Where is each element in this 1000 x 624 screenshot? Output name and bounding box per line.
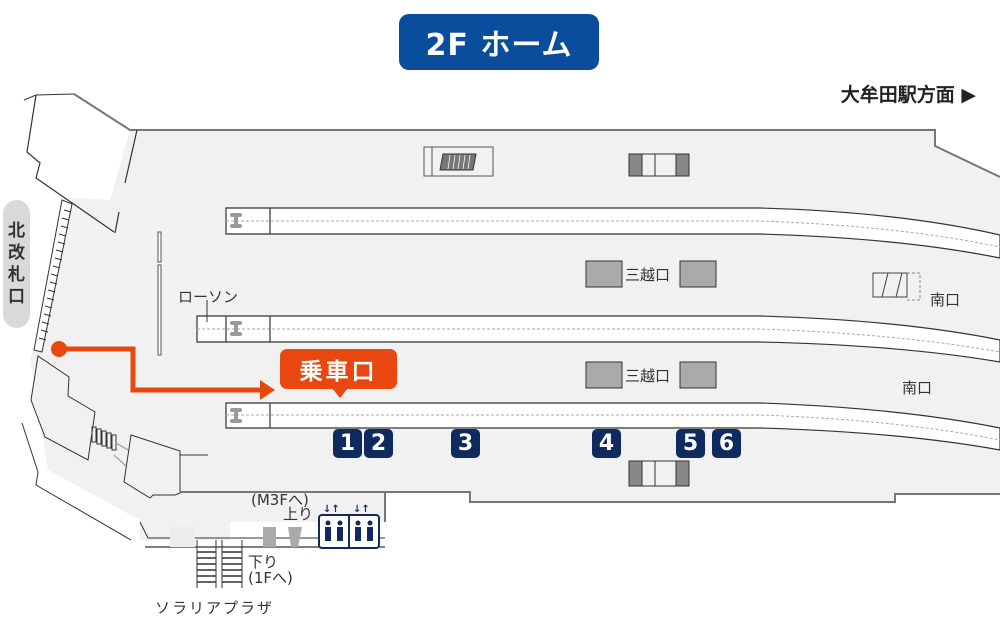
south-gate-upper-label: 南口 <box>930 291 961 309</box>
down-destination-label: (1Fへ) <box>248 569 293 587</box>
car-position-1: 1 <box>333 429 362 458</box>
mitsukoshi-gate-upper-label: 三越口 <box>625 266 671 284</box>
up-label: 上り <box>283 505 314 523</box>
page-title: 2F ホーム <box>399 14 599 70</box>
direction-label: 大牟田駅方面 ▶ <box>840 84 976 106</box>
svg-text:↓↑: ↓↑ <box>353 504 370 515</box>
south-gate-lower-label: 南口 <box>902 379 933 397</box>
car-position-2: 2 <box>364 429 393 458</box>
north-gate-char: 北 <box>8 221 25 241</box>
solaria-plaza-label: ソラリアプラザ <box>155 599 275 617</box>
boarding-point-callout: 乗車口 <box>280 349 397 398</box>
mitsukoshi-gate-lower-label: 三越口 <box>625 367 671 385</box>
north-gate-char: 口 <box>8 287 25 307</box>
north-gate-char: 改 <box>8 243 25 263</box>
car-position-4: 4 <box>592 429 621 458</box>
up-destination-label: (M3Fへ) <box>251 491 309 509</box>
car-position-6: 6 <box>712 429 741 458</box>
north-gate-char: 札 <box>8 265 25 285</box>
north-gate-label: 北 改 札 口 <box>3 200 30 328</box>
down-label: 下り <box>248 553 279 571</box>
svg-text:↓↑: ↓↑ <box>323 504 340 515</box>
car-position-5: 5 <box>676 429 705 458</box>
lawson-label: ローソン <box>178 288 239 306</box>
car-position-3: 3 <box>451 429 480 458</box>
